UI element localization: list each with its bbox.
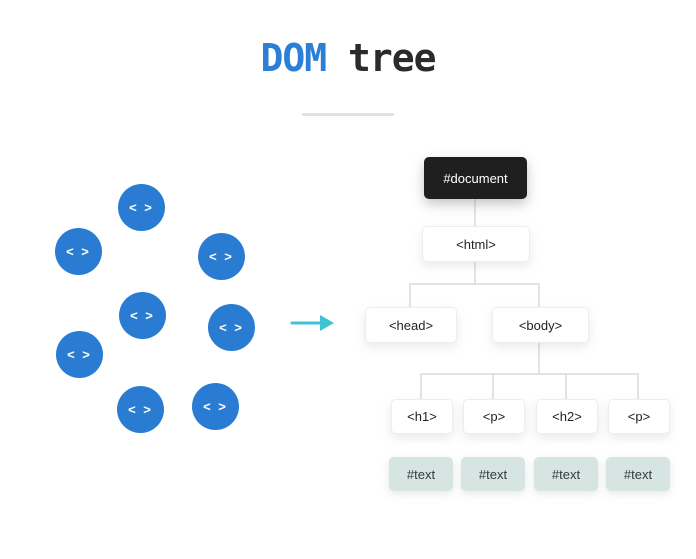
code-icon: < > [219,320,244,335]
code-node-circle: < > [55,228,102,275]
p-node-second: <p> [608,399,670,434]
code-node-circle: < > [117,386,164,433]
code-icon: < > [129,200,154,215]
code-icon: < > [203,399,228,414]
code-node-circle: < > [56,331,103,378]
code-node-circle: < > [192,383,239,430]
title-dom-text: DOM [260,36,327,80]
code-node-circle: < > [198,233,245,280]
h2-node: <h2> [536,399,598,434]
page-title: DOM tree [0,36,696,80]
text-node-2: #text [461,457,525,491]
head-node: <head> [365,307,457,343]
code-icon: < > [130,308,155,323]
text-node-4: #text [606,457,670,491]
transform-arrow-icon [290,315,334,331]
title-divider [302,113,394,116]
code-node-circle: < > [118,184,165,231]
text-node-3: #text [534,457,598,491]
code-node-circle: < > [208,304,255,351]
code-icon: < > [128,402,153,417]
body-node: <body> [492,307,589,343]
code-icon: < > [209,249,234,264]
document-node: #document [424,157,527,199]
html-node: <html> [422,226,530,262]
code-node-circle: < > [119,292,166,339]
h1-node: <h1> [391,399,453,434]
title-tree-text: tree [348,36,437,80]
code-icon: < > [67,347,92,362]
code-icon: < > [66,244,91,259]
text-node-1: #text [389,457,453,491]
p-node-first: <p> [463,399,525,434]
